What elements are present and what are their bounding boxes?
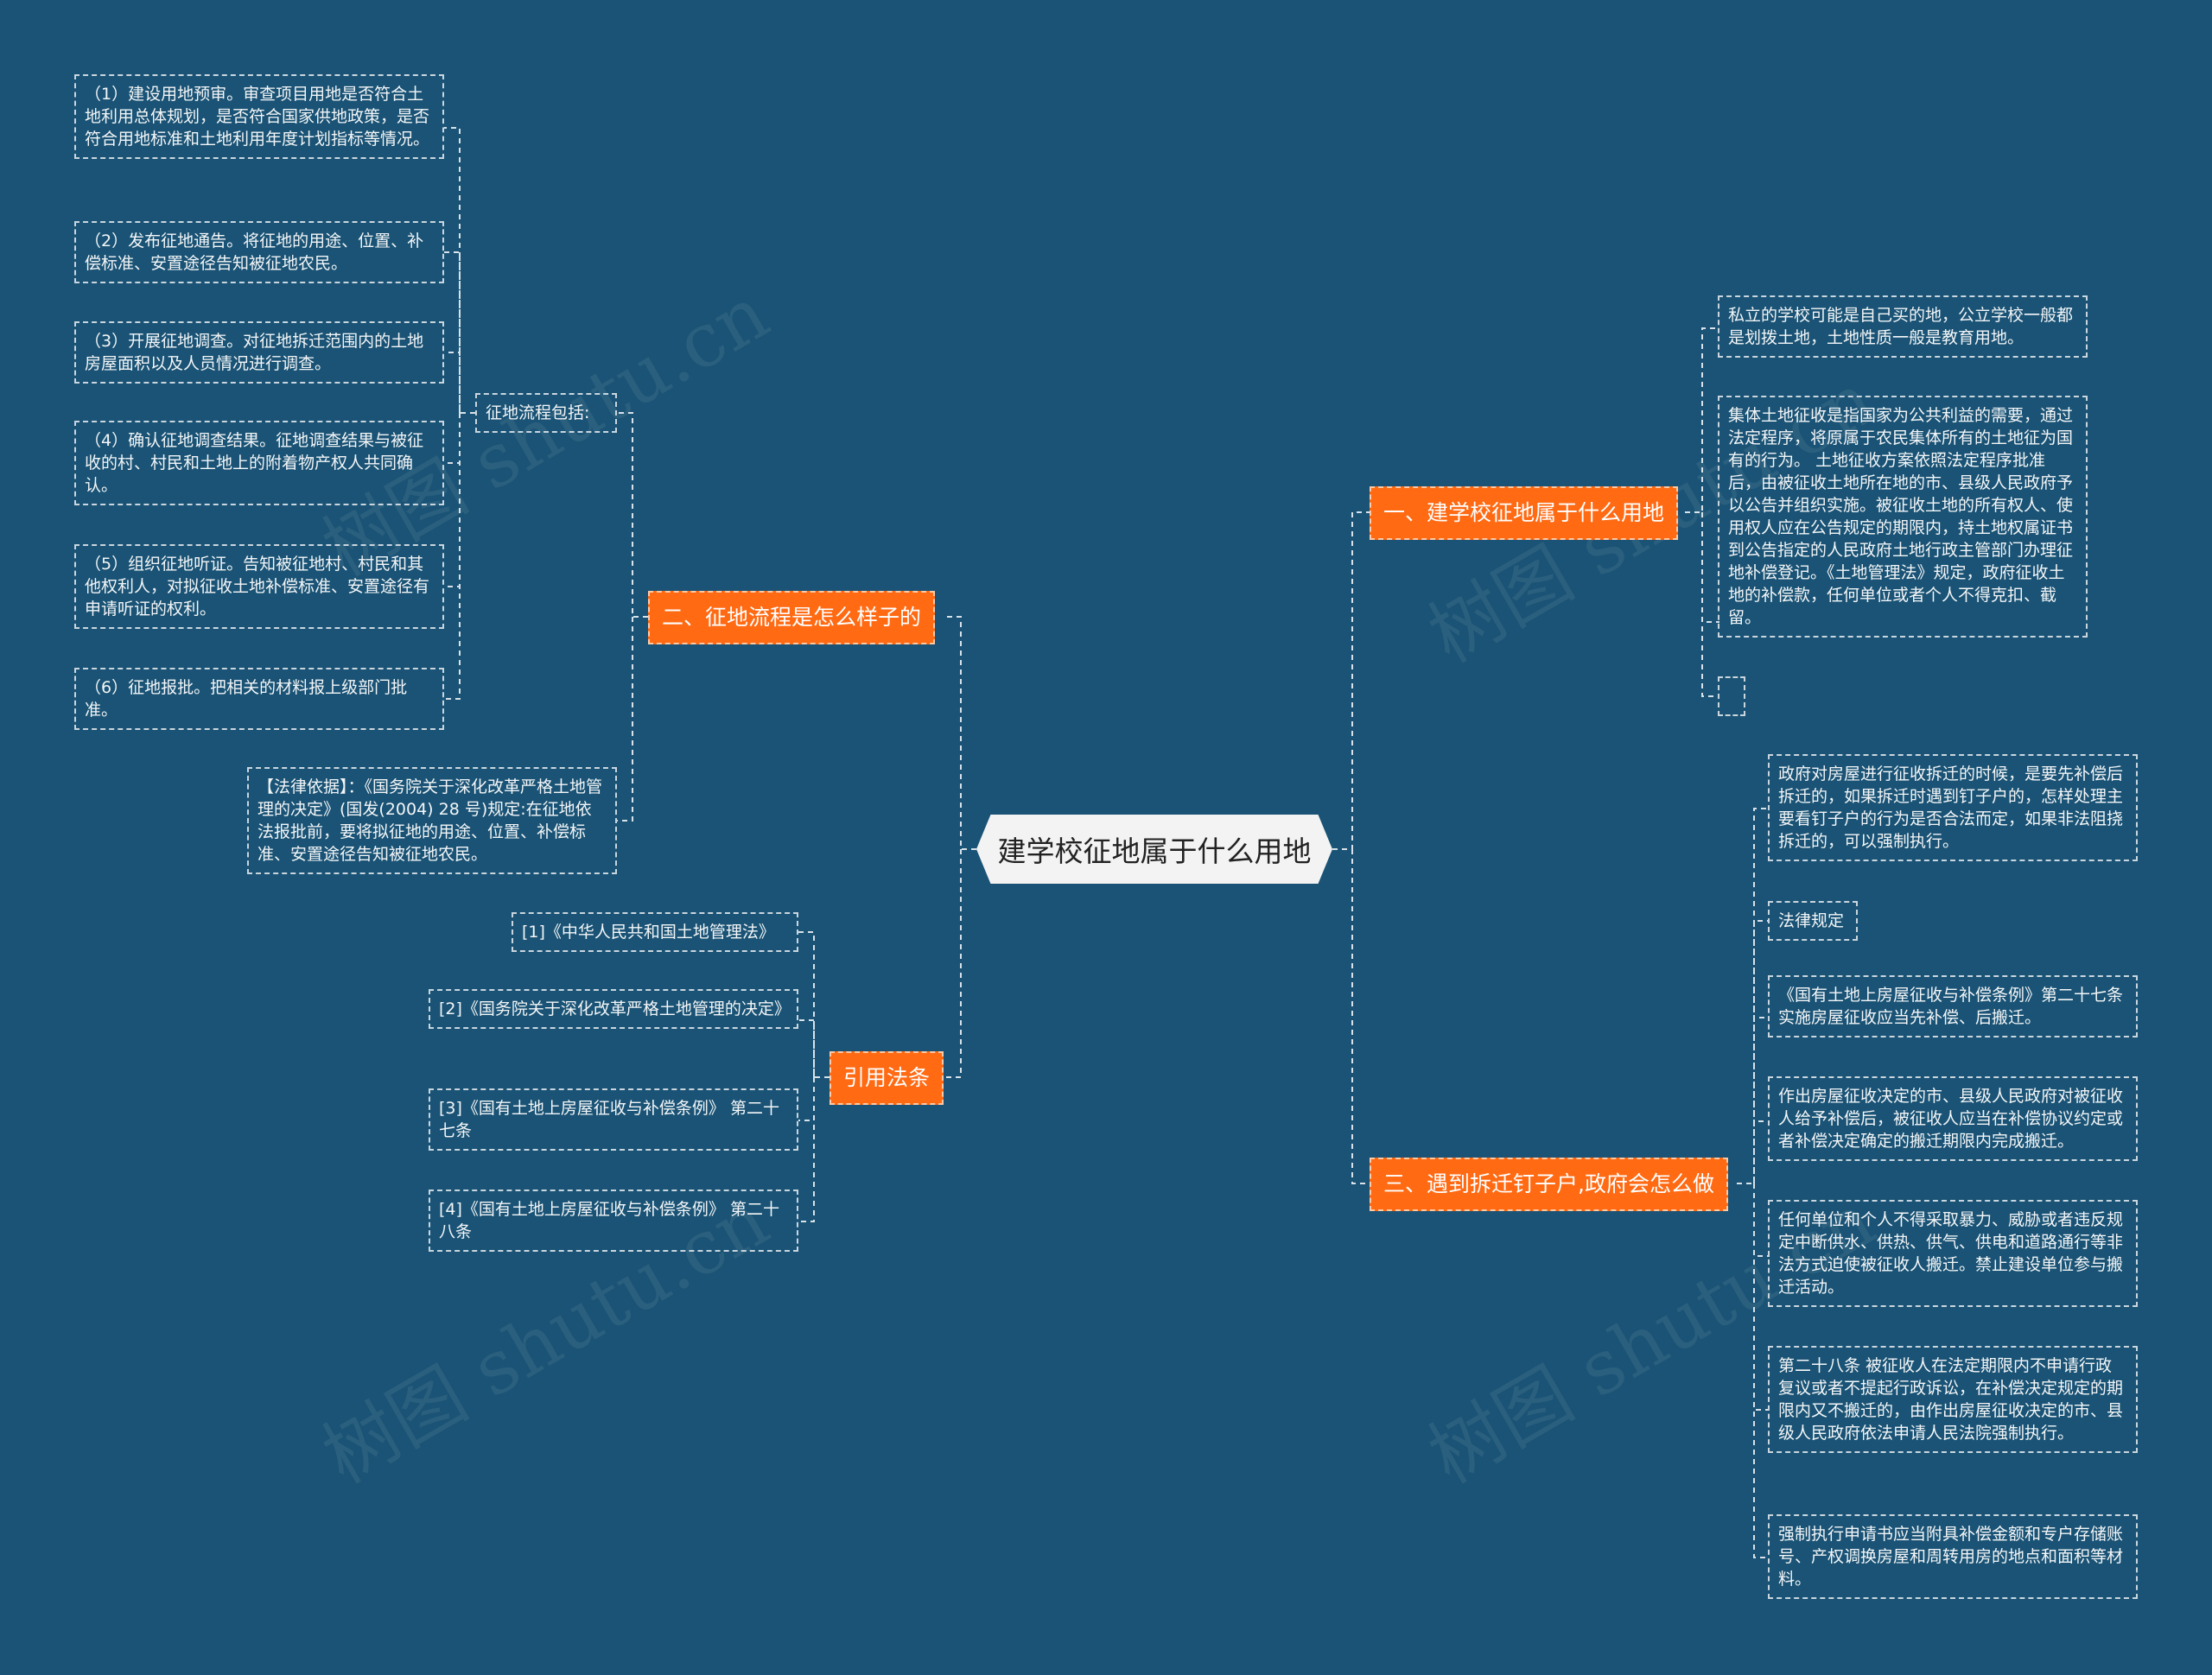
leaf-no-violence: 任何单位和个人不得采取暴力、威胁或者违反规定中断供水、供热、供气、供电和道路通行… <box>1768 1200 2138 1307</box>
leaf-ref-3: [3]《国有土地上房屋征收与补偿条例》 第二十七条 <box>429 1088 798 1151</box>
branch-school-land-use[interactable]: 一、建学校征地属于什么用地 <box>1370 486 1679 540</box>
link-b1-leaves <box>1685 327 1719 697</box>
leaf-legal-basis: 【法律依据】：《国务院关于深化改革严格土地管理的决定》(国发(2004) 28 … <box>247 767 617 874</box>
leaf-article-27: 《国有土地上房屋征收与补偿条例》第二十七条 实施房屋征收应当先补偿、后搬迁。 <box>1768 975 2138 1037</box>
root-topic[interactable]: 建学校征地属于什么用地 <box>976 815 1332 884</box>
leaf-ref-4: [4]《国有土地上房屋征收与补偿条例》 第二十八条 <box>429 1190 798 1252</box>
leaf-ref-1: [1]《中华人民共和国土地管理法》 <box>512 912 798 952</box>
link-root-left <box>944 616 976 1078</box>
link-sub-steps <box>444 127 475 700</box>
leaf-legal-provisions: 法律规定 <box>1768 901 1858 941</box>
leaf-step-5: （5）组织征地听证。告知被征地村、村民和其他权利人，对拟征收土地补偿标准、安置途… <box>74 544 444 629</box>
leaf-process-intro: 征地流程包括: <box>475 393 617 433</box>
leaf-step-4: （4）确认征地调查结果。征地调查结果与被征收的村、村民和土地上的附着物产权人共同… <box>74 421 444 505</box>
leaf-step-1: （1）建设用地预审。审查项目用地是否符合土地利用总体规划，是否符合国家供地政策，… <box>74 74 444 159</box>
leaf-article-28: 第二十八条 被征收人在法定期限内不申请行政复议或者不提起行政诉讼，在补偿决定规定… <box>1768 1346 2138 1453</box>
link-b4-refs <box>798 931 830 1222</box>
leaf-step-3: （3）开展征地调查。对征地拆迁范围内的土地房屋面积以及人员情况进行调查。 <box>74 321 444 384</box>
leaf-step-6: （6）征地报批。把相关的材料报上级部门批准。 <box>74 668 444 730</box>
leaf-empty <box>1718 676 1745 716</box>
leaf-step-2: （2）发布征地通告。将征地的用途、位置、补偿标准、安置途径告知被征地农民。 <box>74 221 444 283</box>
link-b3-leaves <box>1737 808 1770 1558</box>
leaf-ref-2: [2]《国务院关于深化改革严格土地管理的决定》 <box>429 989 798 1029</box>
leaf-collective-land-expropriation: 集体土地征收是指国家为公共利益的需要，通过法定程序，将原属于农民集体所有的土地征… <box>1718 396 2088 638</box>
leaf-school-land-type: 私立的学校可能是自己买的地，公立学校一般都是划拨土地，土地性质一般是教育用地。 <box>1718 295 2088 358</box>
leaf-relocation-deadline: 作出房屋征收决定的市、县级人民政府对被征收人给予补偿后，被征收人应当在补偿协议约… <box>1768 1076 2138 1161</box>
leaf-compensation-first: 政府对房屋进行征收拆迁的时候，是要先补偿后拆迁的，如果拆迁时遇到钉子户的，怎样处… <box>1768 754 2138 861</box>
branch-cited-laws[interactable]: 引用法条 <box>830 1051 944 1105</box>
leaf-enforcement-application: 强制执行申请书应当附具补偿金额和专户存储账号、产权调换房屋和周转用房的地点和面积… <box>1768 1514 2138 1599</box>
branch-expropriation-process[interactable]: 二、征地流程是怎么样子的 <box>648 591 936 644</box>
link-root-right <box>1332 511 1370 1184</box>
link-b2-children <box>617 412 648 822</box>
branch-nail-household[interactable]: 三、遇到拆迁钉子户,政府会怎么做 <box>1370 1158 1728 1211</box>
